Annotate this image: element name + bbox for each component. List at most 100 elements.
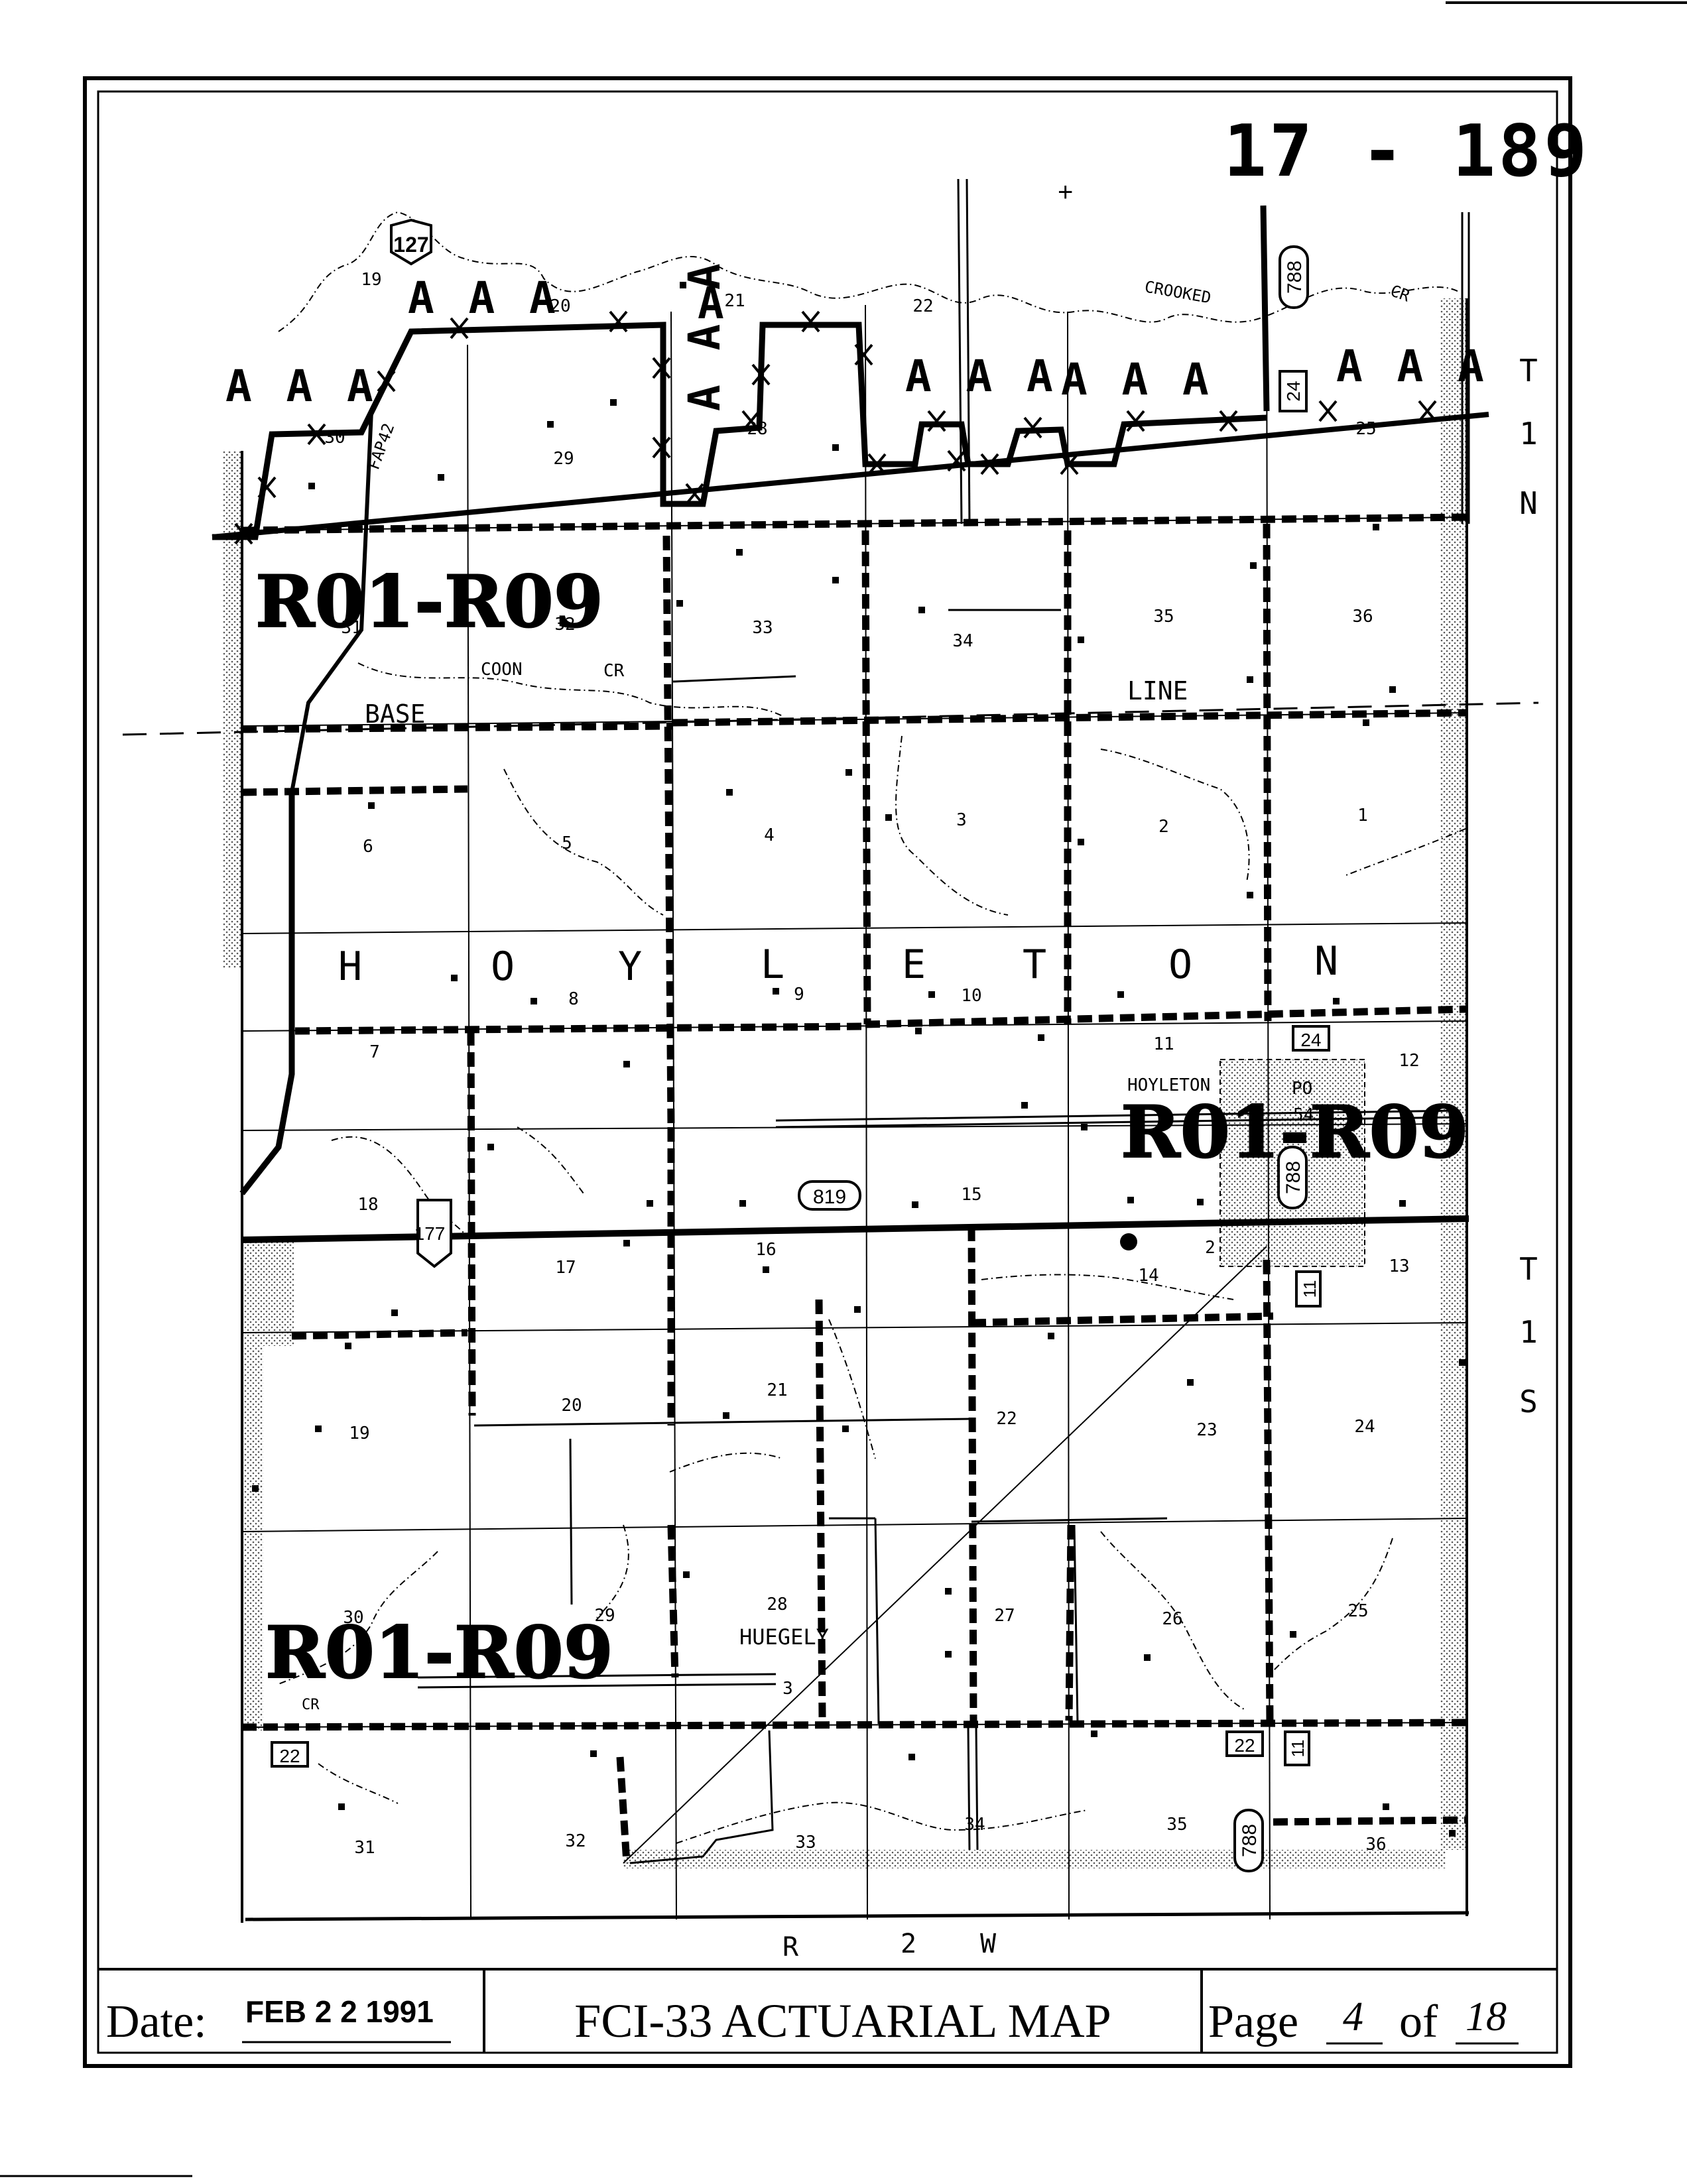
svg-text:A A A: A A A bbox=[1336, 341, 1488, 392]
svg-text:5: 5 bbox=[562, 833, 572, 853]
svg-text:26: 26 bbox=[1162, 1609, 1182, 1629]
svg-text:22: 22 bbox=[279, 1746, 300, 1766]
svg-text:20: 20 bbox=[561, 1396, 582, 1416]
shield-788-north: 788 bbox=[1279, 245, 1309, 309]
shield-127: 127 bbox=[390, 218, 432, 266]
svg-text:21: 21 bbox=[767, 1380, 787, 1400]
svg-text:LINE: LINE bbox=[1127, 676, 1188, 705]
svg-text:A: A bbox=[698, 278, 724, 329]
svg-text:22: 22 bbox=[1234, 1735, 1255, 1756]
date-value: FEB 2 2 1991 bbox=[245, 1994, 434, 2029]
svg-text:11: 11 bbox=[1300, 1280, 1320, 1298]
svg-text:PO: PO bbox=[1292, 1079, 1312, 1099]
svg-text:3: 3 bbox=[782, 1679, 793, 1699]
svg-text:32: 32 bbox=[554, 615, 575, 635]
range-w: W bbox=[980, 1929, 997, 1959]
township-n-north: N bbox=[1519, 485, 1538, 521]
svg-text:9: 9 bbox=[794, 985, 804, 1004]
svg-text:819: 819 bbox=[813, 1186, 846, 1208]
svg-text:A A A: A A A bbox=[1061, 354, 1213, 405]
svg-text:24: 24 bbox=[1283, 381, 1304, 401]
stipple-west-3 bbox=[242, 1346, 263, 1730]
svg-text:177: 177 bbox=[414, 1223, 446, 1244]
svg-text:11: 11 bbox=[1288, 1740, 1308, 1758]
svg-text:29: 29 bbox=[553, 449, 574, 469]
svg-text:4: 4 bbox=[764, 825, 775, 845]
map-title: FCI-33 ACTUARIAL MAP bbox=[574, 1994, 1111, 2047]
svg-text:7: 7 bbox=[369, 1042, 380, 1062]
svg-text:19: 19 bbox=[349, 1424, 369, 1443]
svg-text:25: 25 bbox=[1347, 1601, 1368, 1621]
section-numbers: 19 20 21 22 25 30 29 28 31 32 33 34 35 3… bbox=[324, 270, 1419, 1858]
rate-zone-labels: R01-R09 R01-R09 R01-R09 bbox=[255, 560, 1469, 1695]
svg-text:H: H bbox=[338, 943, 362, 990]
svg-text:35: 35 bbox=[1153, 607, 1174, 627]
svg-text:L: L bbox=[761, 941, 784, 988]
svg-text:12: 12 bbox=[1399, 1051, 1419, 1071]
svg-text:3: 3 bbox=[956, 810, 967, 830]
svg-text:Y: Y bbox=[618, 943, 642, 990]
stipple-west-2 bbox=[242, 1240, 294, 1346]
svg-text:28: 28 bbox=[747, 419, 767, 439]
svg-text:24: 24 bbox=[1354, 1417, 1375, 1437]
svg-text:25: 25 bbox=[1355, 419, 1376, 439]
outer-border bbox=[83, 76, 1572, 2068]
shield-11-hoyleton: 11 bbox=[1295, 1270, 1322, 1307]
svg-text:13: 13 bbox=[1389, 1256, 1409, 1276]
township-name: H O Y L E T O N bbox=[338, 938, 1338, 990]
svg-text:2: 2 bbox=[1205, 1238, 1216, 1258]
map-number: 17 - 189 bbox=[1223, 110, 1590, 193]
svg-text:11: 11 bbox=[1153, 1034, 1174, 1054]
township-s-south: S bbox=[1519, 1384, 1538, 1420]
svg-text:22: 22 bbox=[996, 1409, 1017, 1429]
svg-text:O: O bbox=[1168, 941, 1192, 988]
svg-text:A A A: A A A bbox=[905, 351, 1057, 402]
township-labels: T 1 N T 1 S bbox=[1519, 353, 1538, 1420]
date-label: Date: bbox=[106, 1996, 207, 2047]
svg-text:6: 6 bbox=[363, 837, 373, 857]
svg-text:27: 27 bbox=[994, 1606, 1015, 1626]
svg-text:A A A: A A A bbox=[225, 361, 377, 412]
inner-border bbox=[97, 90, 1558, 2054]
range-r: R bbox=[782, 1932, 799, 1963]
svg-text:36: 36 bbox=[1352, 607, 1373, 627]
shield-22-east: 22 bbox=[1225, 1730, 1264, 1757]
svg-text:788: 788 bbox=[1239, 1824, 1261, 1857]
map-south-edge bbox=[245, 1911, 1469, 1921]
svg-text:29: 29 bbox=[594, 1606, 615, 1626]
svg-text:33: 33 bbox=[752, 618, 773, 638]
shield-819: 819 bbox=[798, 1180, 861, 1211]
page-label: Page bbox=[1208, 1996, 1298, 2047]
shield-177: 177 bbox=[414, 1199, 452, 1268]
page-number: 4 bbox=[1343, 1994, 1363, 2039]
svg-text:A A A: A A A bbox=[679, 259, 730, 411]
page-total: 18 bbox=[1466, 1994, 1507, 2039]
svg-text:24: 24 bbox=[1300, 1030, 1321, 1050]
svg-text:1: 1 bbox=[1357, 806, 1368, 825]
roads-thin bbox=[417, 178, 1470, 1864]
zone-boundary bbox=[212, 322, 1267, 540]
svg-text:54: 54 bbox=[1293, 1105, 1314, 1125]
shield-788-south: 788 bbox=[1233, 1809, 1264, 1872]
svg-text:30: 30 bbox=[343, 1608, 363, 1628]
svg-text:788: 788 bbox=[1282, 1161, 1304, 1194]
svg-text:788: 788 bbox=[1284, 261, 1306, 294]
svg-text:15: 15 bbox=[961, 1185, 981, 1205]
shield-11-east: 11 bbox=[1284, 1730, 1310, 1766]
streams bbox=[278, 211, 1466, 1844]
highway-horizontal-north bbox=[212, 412, 1489, 540]
svg-text:34: 34 bbox=[952, 631, 973, 651]
svg-text:E: E bbox=[902, 941, 926, 988]
svg-text:23: 23 bbox=[1196, 1420, 1217, 1440]
svg-text:14: 14 bbox=[1138, 1266, 1158, 1286]
rate-zone-hoyleton: R01-R09 bbox=[1121, 1091, 1469, 1174]
svg-text:35: 35 bbox=[1166, 1815, 1187, 1835]
range-labels: R 2 W bbox=[782, 1929, 997, 1963]
township-1-north: 1 bbox=[1519, 416, 1538, 452]
svg-text:30: 30 bbox=[324, 428, 345, 448]
place-names: BASE LINE COON CR CROOKED CR HUEGELY HOY… bbox=[302, 277, 1412, 1713]
svg-text:COON: COON bbox=[481, 660, 523, 680]
zone-boundary-ticks bbox=[234, 310, 1437, 545]
svg-text:28: 28 bbox=[767, 1595, 787, 1614]
svg-text:36: 36 bbox=[1365, 1835, 1386, 1854]
